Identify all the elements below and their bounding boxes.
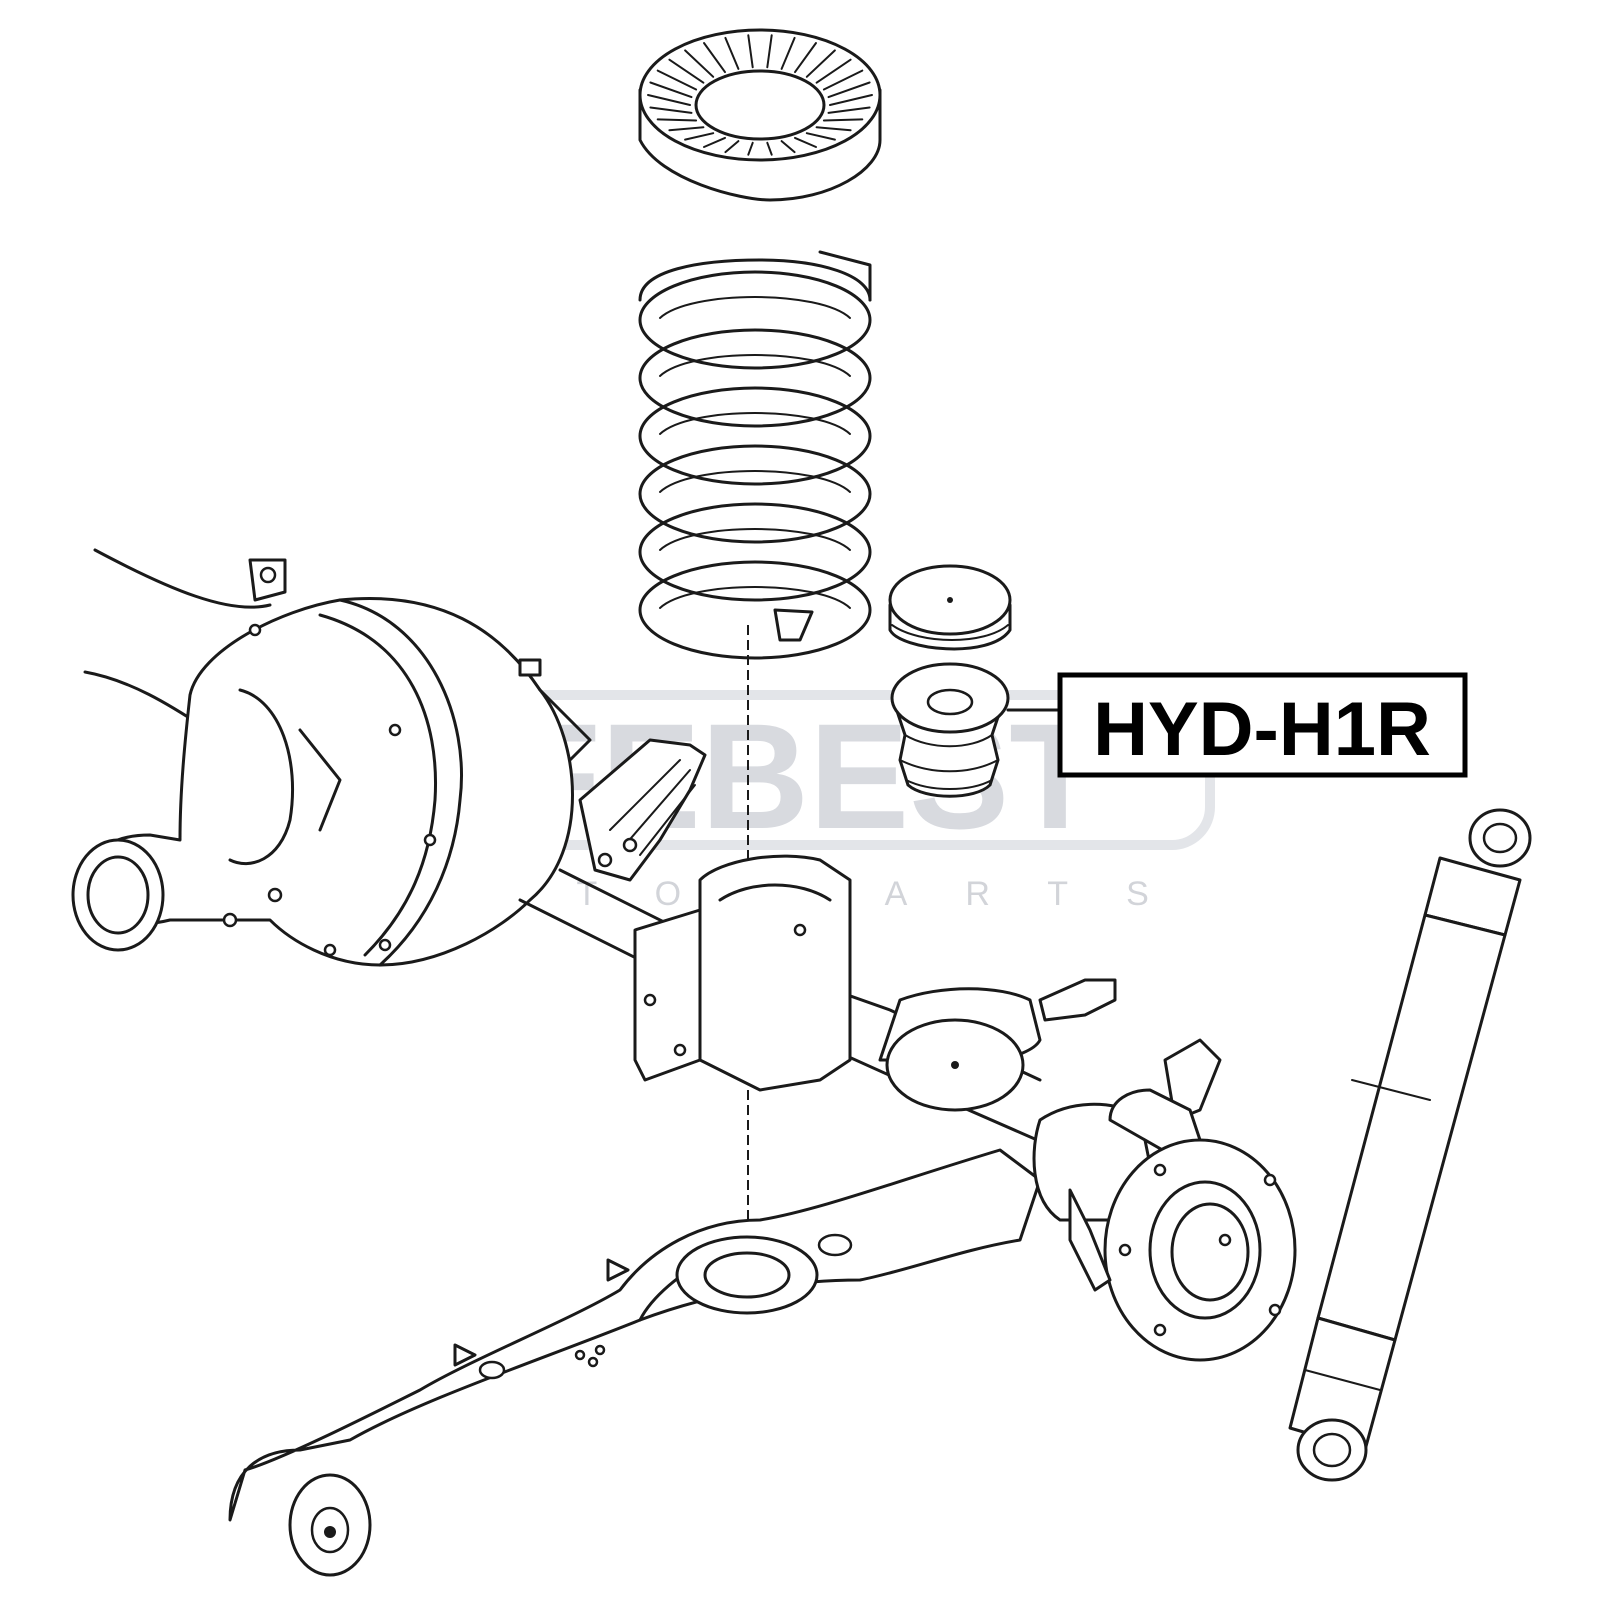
seat-rib <box>656 118 698 122</box>
seat-rib <box>684 49 715 78</box>
wheel-hub <box>1032 1038 1297 1362</box>
seat-rib <box>649 81 693 99</box>
seat-rib <box>703 42 726 74</box>
axle-spring-seat <box>878 978 1117 1112</box>
seat-rib <box>668 58 705 84</box>
seat-rib <box>747 34 754 69</box>
lower-control-arm <box>228 1148 1042 1577</box>
seat-rib <box>703 136 726 148</box>
spring-coil-inner <box>659 296 851 319</box>
seat-rib <box>822 118 864 122</box>
spring-coil <box>638 386 872 486</box>
seat-rib <box>805 49 836 78</box>
bump-stop-cap <box>888 564 1012 651</box>
seat-rib <box>794 136 817 148</box>
spring-coil-inner <box>659 528 851 551</box>
upper-spring-seat <box>638 28 882 202</box>
seat-rib <box>647 94 691 106</box>
spring-coil-inner <box>659 354 851 377</box>
seat-rib <box>815 126 852 132</box>
seat-rib <box>766 141 773 156</box>
seat-rib <box>822 69 864 91</box>
spring-coil <box>638 444 872 544</box>
seat-rib <box>815 58 852 84</box>
seat-rib <box>827 106 871 114</box>
differential-housing <box>71 548 592 967</box>
seat-rib <box>668 126 705 132</box>
lower-arm-bracket <box>633 854 852 1092</box>
seat-rib <box>780 140 796 154</box>
upper-bracket <box>578 738 707 882</box>
spring-coil <box>638 328 872 428</box>
spring-coil-inner <box>659 412 851 435</box>
shock-absorber <box>1288 808 1532 1482</box>
bump-stop-hyd-h1r <box>890 662 1010 798</box>
spring-coil-inner <box>659 470 851 493</box>
seat-rib <box>805 132 836 141</box>
part-number-label: HYD-H1R <box>1093 687 1431 772</box>
part-number-callout <box>1057 672 1468 778</box>
seat-rib <box>827 81 871 99</box>
spring-coil-inner <box>659 586 851 609</box>
coil-spring <box>638 250 872 660</box>
seat-rib <box>649 106 693 114</box>
seat-rib <box>724 140 740 154</box>
seat-rib <box>724 36 740 70</box>
seat-rib <box>829 94 873 106</box>
spring-coil <box>638 270 872 370</box>
seat-rib <box>794 42 817 74</box>
seat-rib <box>684 132 715 141</box>
seat-rib <box>656 69 698 91</box>
seat-rib <box>780 36 796 70</box>
seat-rib <box>766 34 773 69</box>
seat-rib <box>747 141 754 156</box>
spring-coil <box>638 502 872 602</box>
spring-coil <box>638 560 872 660</box>
